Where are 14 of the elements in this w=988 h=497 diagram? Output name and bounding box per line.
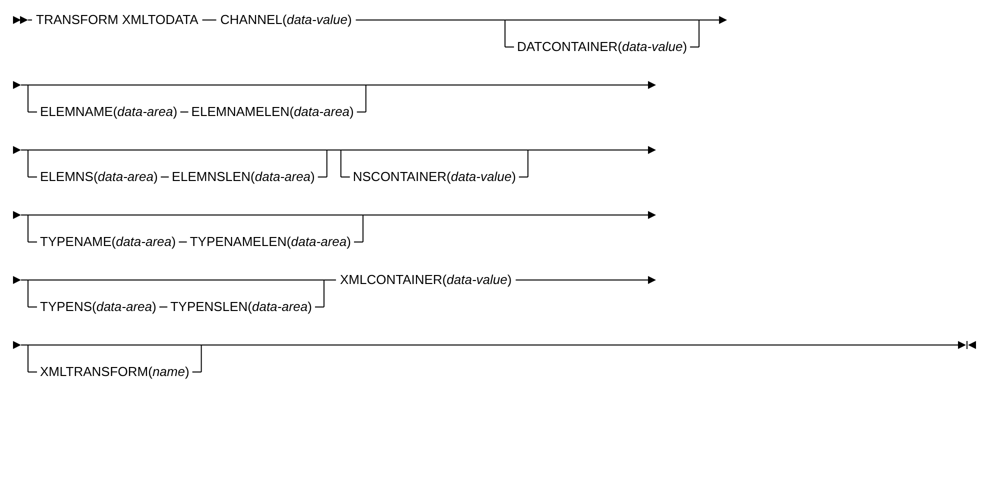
syntax-keyword: TYPENAMELEN(data-area) (190, 234, 351, 250)
syntax-keyword: CHANNEL(data-value) (220, 12, 352, 28)
syntax-keyword: DATCONTAINER(data-value) (517, 39, 688, 55)
syntax-keyword: NSCONTAINER(data-value) (352, 169, 516, 185)
syntax-keyword: XMLTRANSFORM(name) (40, 364, 190, 380)
syntax-keyword: TRANSFORM XMLTODATA (36, 12, 198, 28)
syntax-keyword: TYPENS(data-area) (40, 299, 156, 315)
syntax-keyword: TYPENAME(data-area) (40, 234, 176, 250)
syntax-keyword: ELEMNS(data-area) (40, 169, 158, 185)
syntax-keyword: ELEMNAME(data-area) (40, 104, 178, 120)
syntax-keyword: ELEMNSLEN(data-area) (172, 169, 315, 185)
syntax-keyword: XMLCONTAINER(data-value) (340, 272, 512, 288)
syntax-keyword: TYPENSLEN(data-area) (170, 299, 312, 315)
syntax-keyword: ELEMNAMELEN(data-area) (191, 104, 354, 120)
